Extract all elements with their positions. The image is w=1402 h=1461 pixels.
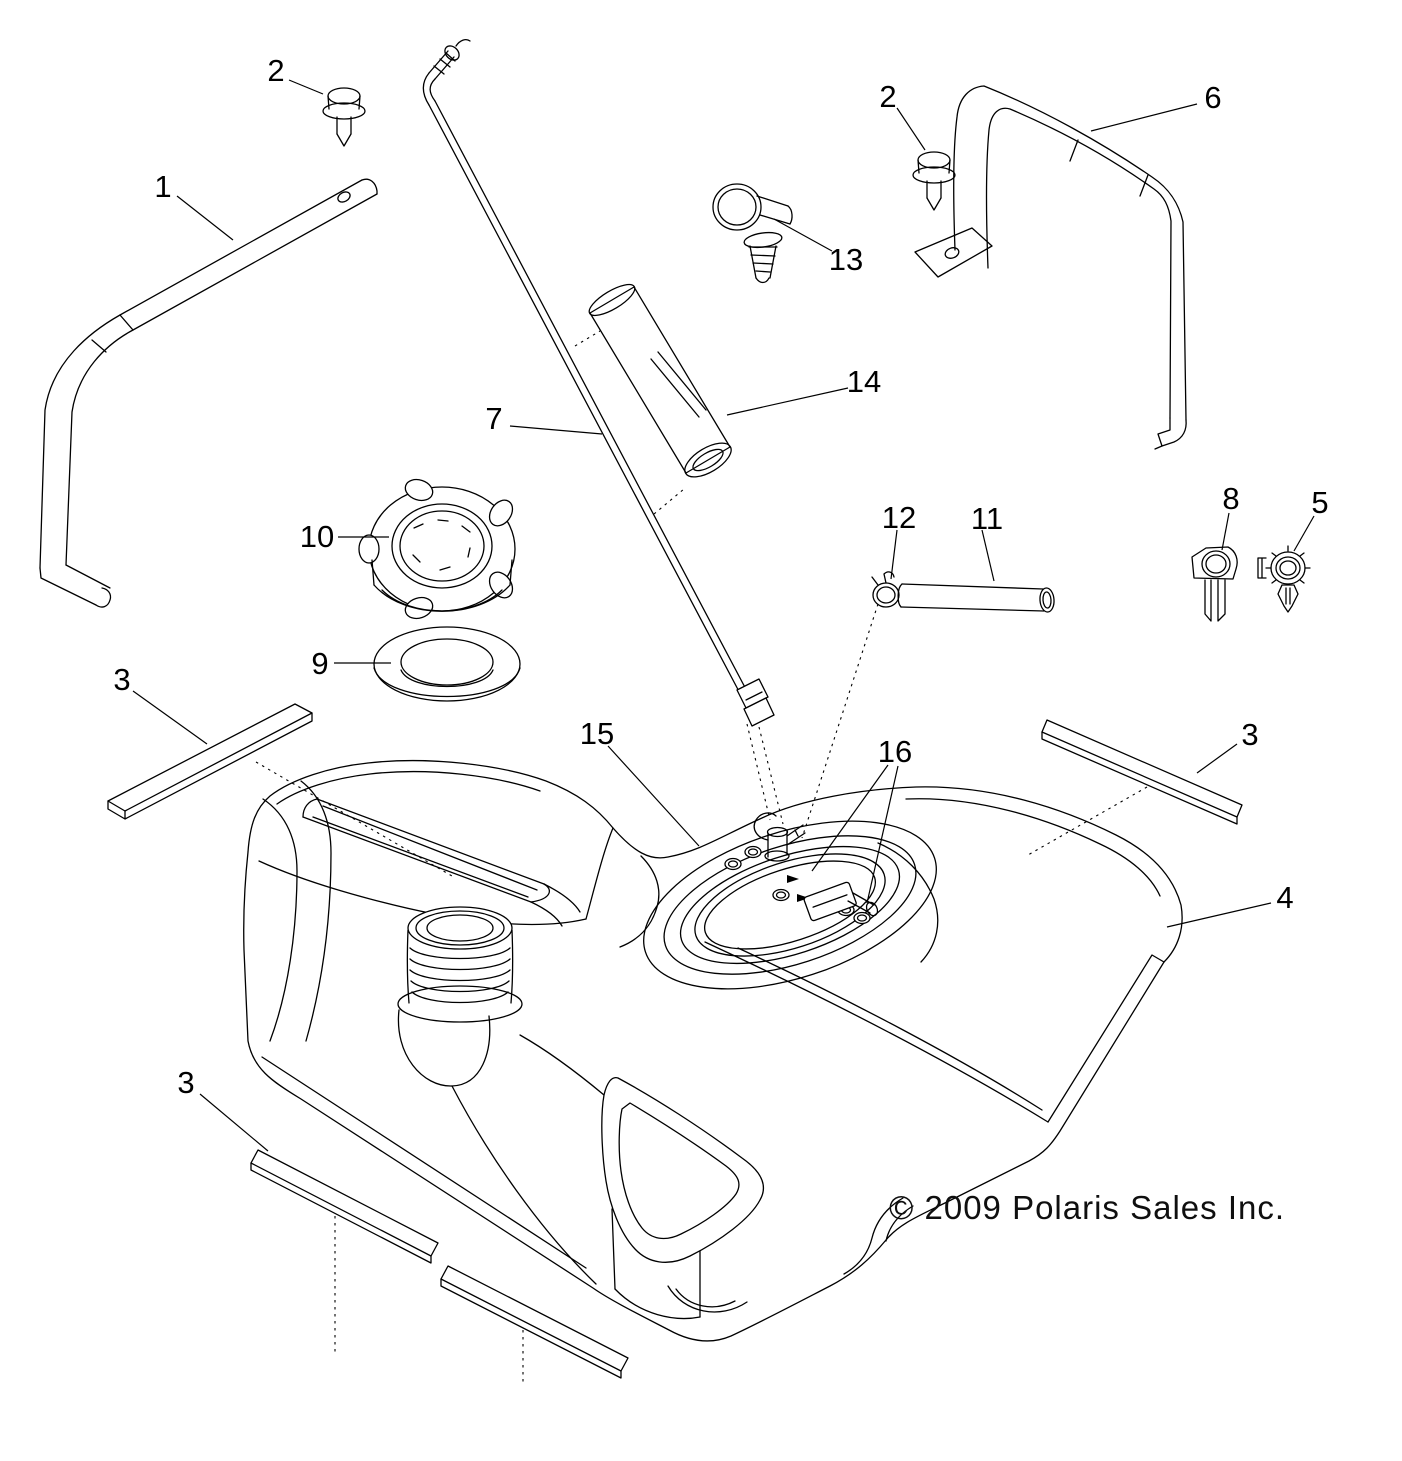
push-clip (1191, 546, 1238, 622)
right-bracket (914, 85, 1187, 450)
callout-11: 11 (971, 501, 1003, 536)
copyright-notice: © 2009 Polaris Sales Inc. (889, 1189, 1286, 1226)
leader-line (866, 765, 899, 904)
callout-6: 6 (1204, 80, 1221, 115)
leader-line (1221, 512, 1230, 551)
leader-line (1293, 515, 1315, 552)
fuel-line (422, 39, 775, 727)
callout-1: 1 (154, 169, 171, 204)
leader-line (811, 764, 889, 872)
callout-3: 3 (113, 662, 130, 697)
leader-line (132, 690, 208, 745)
flange-bolt-left (322, 87, 366, 147)
leader-line (981, 529, 995, 582)
leader-line (1166, 902, 1272, 928)
callout-2: 2 (879, 79, 896, 114)
ratchet-clamp (1257, 545, 1311, 613)
callout-4: 4 (1276, 880, 1293, 915)
hose-clamp (871, 571, 900, 608)
pump-plate-hardware (724, 812, 879, 925)
callout-3: 3 (177, 1065, 194, 1100)
cable-clamp (712, 183, 793, 284)
fuel-tank (243, 759, 1183, 1342)
callout-16: 16 (878, 734, 912, 769)
fuel-cap (358, 478, 516, 620)
callout-8: 8 (1222, 481, 1239, 516)
leader-line (773, 218, 833, 252)
callout-9: 9 (311, 646, 328, 681)
leader-line (176, 195, 234, 241)
seal-ring (373, 626, 521, 702)
leader-line (509, 425, 603, 435)
callout-5: 5 (1311, 485, 1328, 520)
association-lines (255, 330, 1148, 1386)
callout-10: 10 (300, 519, 334, 554)
leader-line (1090, 103, 1198, 132)
callout-14: 14 (847, 364, 881, 399)
leader-line (607, 745, 700, 847)
leader-line (1196, 743, 1238, 774)
leader-line (199, 1093, 269, 1152)
leader-line (896, 107, 926, 151)
callout-15: 15 (580, 716, 614, 751)
callout-2: 2 (267, 53, 284, 88)
callout-7: 7 (485, 401, 502, 436)
callout-12: 12 (882, 500, 916, 535)
leader-line (288, 79, 324, 95)
foam-sleeve (588, 283, 732, 478)
callout-3: 3 (1241, 717, 1258, 752)
callout-13: 13 (829, 242, 863, 277)
foam-strips (107, 703, 1243, 1379)
left-strap (39, 178, 378, 608)
leader-line (726, 387, 849, 416)
vent-hose (897, 583, 1055, 613)
flange-bolt-right (912, 151, 956, 211)
leader-line (890, 529, 898, 580)
